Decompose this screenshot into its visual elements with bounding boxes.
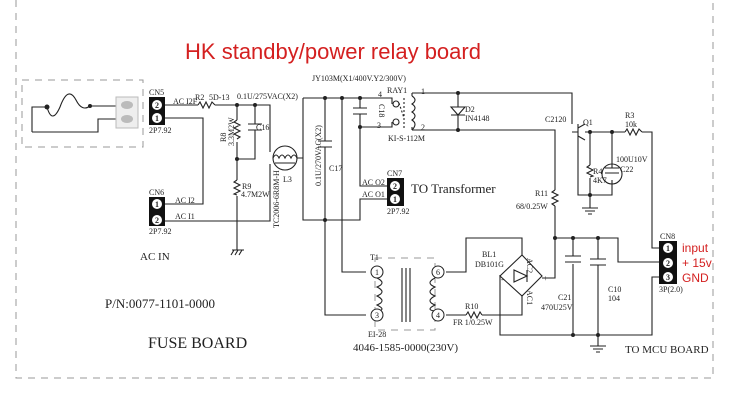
svg-text:3P(2.0): 3P(2.0)	[659, 285, 683, 294]
svg-text:AC I1: AC I1	[175, 212, 195, 221]
svg-text:2: 2	[666, 259, 670, 268]
svg-text:+: +	[543, 274, 548, 283]
svg-text:2: 2	[393, 182, 397, 191]
svg-text:2P7.92: 2P7.92	[387, 207, 409, 216]
components: 1 3 6 4	[197, 95, 643, 353]
svg-text:4: 4	[436, 311, 440, 320]
cn8-pin3-label: GND	[682, 271, 709, 285]
svg-text:EI-28: EI-28	[368, 330, 386, 339]
svg-text:5D-13: 5D-13	[209, 93, 229, 102]
svg-text:1: 1	[666, 244, 670, 253]
svg-text:AC O1: AC O1	[362, 190, 385, 199]
svg-text:IN4148: IN4148	[465, 114, 489, 123]
svg-text:DB101G: DB101G	[475, 260, 504, 269]
svg-text:BL1: BL1	[482, 250, 496, 259]
svg-text:0.1U/275VAC(X2): 0.1U/275VAC(X2)	[237, 92, 298, 101]
svg-text:R2: R2	[195, 93, 204, 102]
svg-text:CN6: CN6	[149, 188, 164, 197]
svg-text:C16: C16	[256, 123, 269, 132]
svg-text:CN5: CN5	[149, 88, 164, 97]
fuse-block	[21, 79, 144, 148]
svg-text:3.3M2W: 3.3M2W	[227, 117, 236, 146]
svg-text:C22: C22	[620, 165, 633, 174]
svg-text:-: -	[501, 275, 504, 284]
svg-text:2: 2	[155, 216, 159, 225]
svg-text:104: 104	[608, 294, 620, 303]
svg-text:470U25V: 470U25V	[541, 303, 573, 312]
svg-text:4.7M2W: 4.7M2W	[241, 190, 270, 199]
svg-text:1: 1	[393, 195, 397, 204]
svg-text:CN7: CN7	[387, 169, 402, 178]
svg-text:2: 2	[421, 123, 425, 132]
svg-text:R10: R10	[465, 302, 478, 311]
cn8-pin2-label: + 15v	[682, 256, 712, 270]
page-title: HK standby/power relay board	[185, 39, 481, 64]
svg-text:2: 2	[155, 101, 159, 110]
svg-text:10k: 10k	[625, 120, 637, 129]
svg-text:AC I2F: AC I2F	[173, 97, 198, 106]
svg-text:C18: C18	[377, 104, 386, 117]
svg-text:68/0.25W: 68/0.25W	[516, 202, 548, 211]
svg-text:Q1: Q1	[583, 118, 593, 127]
svg-text:C17: C17	[329, 164, 342, 173]
svg-text:R4: R4	[593, 167, 602, 176]
svg-text:6: 6	[436, 268, 440, 277]
svg-text:AC2: AC2	[525, 258, 534, 273]
cn6-connector: 1 2 CN6 2P7.92	[149, 188, 171, 236]
svg-text:KI-S-112M: KI-S-112M	[388, 134, 425, 143]
svg-text:AC1: AC1	[525, 290, 534, 305]
cn5-connector: 2 1 CN5 2P7.92	[149, 88, 171, 135]
svg-text:1: 1	[155, 114, 159, 123]
svg-text:R3: R3	[625, 111, 634, 120]
to-transformer-label: TO Transformer	[411, 181, 496, 196]
transformer-part-number: 4046-1585-0000(230V)	[353, 342, 458, 354]
cn8-connector: 1 2 3 CN8 3P(2.0)	[659, 232, 683, 294]
outer-border	[15, 0, 714, 379]
svg-text:C2120: C2120	[545, 115, 566, 124]
svg-text:3: 3	[375, 311, 379, 320]
svg-text:CN8: CN8	[660, 232, 675, 241]
ac-in-label: AC IN	[140, 251, 170, 263]
svg-text:100U10V: 100U10V	[616, 155, 648, 164]
svg-text:AC I2: AC I2	[175, 196, 195, 205]
svg-text:1: 1	[421, 87, 425, 96]
cn8-pin1-label: input	[682, 241, 709, 255]
svg-text:C10: C10	[608, 285, 621, 294]
svg-text:RAY1: RAY1	[387, 86, 407, 95]
svg-text:3: 3	[666, 273, 670, 282]
svg-text:R9: R9	[242, 182, 251, 191]
svg-text:R11: R11	[535, 189, 548, 198]
svg-text:D2: D2	[465, 105, 475, 114]
svg-text:2P7.92: 2P7.92	[149, 126, 171, 135]
svg-text:JY103M(X1/400V.Y2/300V): JY103M(X1/400V.Y2/300V)	[312, 74, 406, 83]
junctions	[235, 91, 614, 337]
svg-text:4K7: 4K7	[593, 176, 607, 185]
fuse-board-label: FUSE BOARD	[148, 335, 247, 352]
svg-text:C21: C21	[558, 293, 571, 302]
part-number: P/N:0077-1101-0000	[105, 296, 215, 311]
svg-text:4: 4	[378, 90, 382, 99]
svg-text:L3: L3	[283, 175, 292, 184]
svg-text:1: 1	[155, 200, 159, 209]
svg-text:2P7.92: 2P7.92	[149, 227, 171, 236]
to-mcu-label: TO MCU BOARD	[625, 344, 709, 356]
svg-text:0.1U/270VAC(X2): 0.1U/270VAC(X2)	[314, 125, 323, 186]
component-labels: AC I2F AC I2 AC I1 AC O2 AC O1 R2 5D-13 …	[173, 74, 648, 339]
svg-text:1: 1	[375, 268, 379, 277]
cn7-connector: 2 1 CN7 2P7.92	[387, 169, 409, 216]
svg-text:AC O2: AC O2	[362, 178, 385, 187]
wires	[165, 92, 659, 346]
svg-text:TC2006-6R8M-H: TC2006-6R8M-H	[272, 170, 281, 228]
svg-text:3: 3	[377, 121, 381, 130]
svg-text:T1: T1	[370, 253, 379, 262]
svg-text:FR 1/0.25W: FR 1/0.25W	[453, 318, 493, 327]
svg-text:R8: R8	[219, 133, 228, 142]
